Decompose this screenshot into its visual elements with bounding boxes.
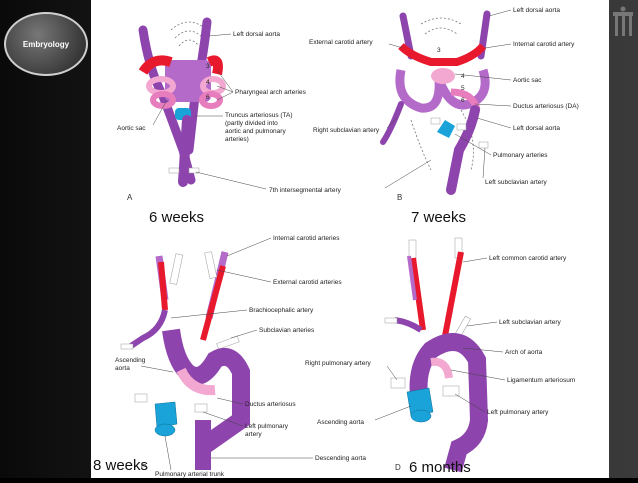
- diagram-panel: 3 4 6 Left dorsal aorta Pharyngeal arch …: [91, 0, 609, 478]
- svg-text:5: 5: [461, 85, 465, 92]
- panel-b: 3 4 5 6 Left dorsal aorta External carot…: [309, 7, 579, 226]
- label-b-left-subclavian: Left subclavian artery: [485, 179, 548, 186]
- svg-text:3: 3: [206, 63, 210, 70]
- label-b-aortic-sac: Aortic sac: [513, 77, 542, 84]
- label-c-left-pulmonary-2: artery: [245, 431, 262, 438]
- svg-text:4: 4: [206, 79, 210, 86]
- svg-text:4: 4: [461, 73, 465, 80]
- topic-badge: Embryology: [4, 12, 88, 76]
- panel-d-letter: D: [395, 463, 401, 472]
- label-c-pulmonary-trunk: Pulmonary arterial trunk: [155, 471, 225, 478]
- label-truncus-note-2: aortic and pulmonary: [225, 128, 286, 135]
- label-7th-intersegmental: 7th intersegmental artery: [269, 187, 342, 194]
- aortic-arch-diagram: 3 4 6 Left dorsal aorta Pharyngeal arch …: [93, 7, 579, 478]
- label-c-ductus: Ductus arteriosus: [245, 401, 296, 408]
- label-c-left-pulmonary-1: Left pulmonary: [245, 423, 289, 430]
- label-d-ascending-aorta: Ascending aorta: [317, 419, 364, 426]
- label-d-arch-of-aorta: Arch of aorta: [505, 349, 543, 356]
- badge-title: Embryology: [22, 39, 70, 49]
- label-c-ascending-aorta-1: Ascending: [115, 357, 146, 364]
- label-c-internal-carotid: Internal carotid arteries: [273, 235, 340, 242]
- panel-a-caption: 6 weeks: [149, 209, 204, 226]
- panel-c: Internal carotid arteries External carot…: [93, 235, 366, 478]
- label-d-left-pulmonary: Left pulmonary artery: [487, 409, 549, 416]
- label-d-right-pulmonary: Right pulmonary artery: [305, 360, 371, 367]
- label-pharyngeal-arch-arteries: Pharyngeal arch arteries: [235, 89, 307, 96]
- panel-a-letter: A: [127, 193, 133, 202]
- label-d-ligamentum: Ligamentum arteriosum: [507, 377, 575, 384]
- label-c-brachiocephalic: Brachiocephalic artery: [249, 307, 314, 314]
- panel-c-letter: C: [141, 463, 147, 472]
- panel-d-caption: 6 months: [409, 459, 471, 476]
- label-b-right-subclavian: Right subclavian artery: [313, 127, 380, 134]
- label-truncus-note-3: arteries): [225, 136, 249, 143]
- label-c-external-carotid: External carotid arteries: [273, 279, 342, 286]
- label-b-left-dorsal-aorta: Left dorsal aorta: [513, 125, 560, 132]
- label-b-pulmonary-arteries: Pulmonary arteries: [493, 152, 548, 159]
- panel-a: 3 4 6 Left dorsal aorta Pharyngeal arch …: [117, 17, 342, 226]
- label-c-subclavian: Subclavian arteries: [259, 327, 315, 334]
- label-c-ascending-aorta-2: aorta: [115, 365, 130, 372]
- label-b-external-carotid: External carotid artery: [309, 39, 373, 46]
- label-b-ductus: Ductus arteriosus (DA): [513, 103, 579, 110]
- label-aortic-sac-a: Aortic sac: [117, 125, 146, 132]
- logo-icon: [613, 6, 633, 36]
- label-d-left-subclavian: Left subclavian artery: [499, 319, 562, 326]
- label-truncus-arteriosus: Truncus arteriosus (TA): [225, 112, 293, 119]
- label-d-left-common-carotid: Left common carotid artery: [489, 255, 567, 262]
- panel-c-caption: 8 weeks: [93, 457, 148, 474]
- panel-d: Left common carotid artery Left subclavi…: [305, 237, 575, 476]
- label-left-dorsal-aorta: Left dorsal aorta: [233, 31, 280, 38]
- svg-text:6: 6: [206, 94, 210, 101]
- label-truncus-note-1: (partly divided into: [225, 120, 278, 127]
- panel-b-caption: 7 weeks: [411, 209, 466, 226]
- label-b-internal-carotid: Internal carotid artery: [513, 41, 575, 48]
- svg-text:6: 6: [461, 97, 465, 104]
- panel-b-letter: B: [397, 193, 402, 202]
- svg-text:3: 3: [437, 47, 441, 54]
- label-b-left-dorsal-aorta-top: Left dorsal aorta: [513, 7, 560, 14]
- label-c-descending-aorta: Descending aorta: [315, 455, 366, 462]
